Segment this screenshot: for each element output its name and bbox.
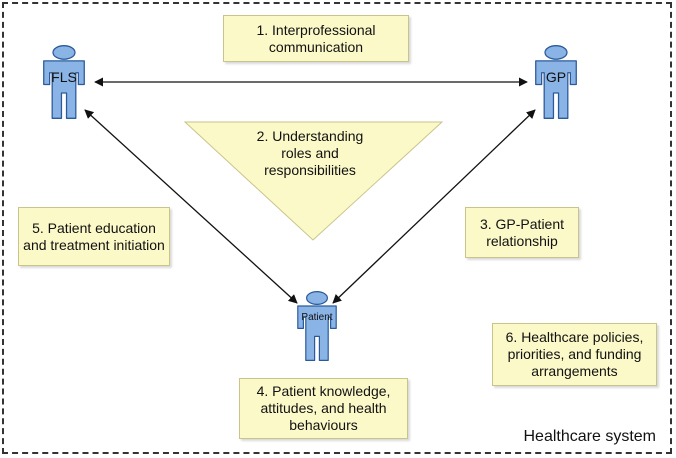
- healthcare-system-label: Healthcare system: [523, 428, 657, 445]
- healthcare-system-boundary: [2, 2, 672, 454]
- factor-understanding-roles: 2. Understanding roles and responsibilit…: [256, 128, 364, 178]
- factor-patient-education: 5. Patient education and treatment initi…: [18, 207, 170, 266]
- fls-label: FLS: [51, 69, 77, 85]
- arrow-fls-patient: [84, 109, 298, 304]
- gp-label: GP: [545, 69, 567, 85]
- factor-interprofessional-communication: 1. Interprofessional communication: [223, 15, 409, 62]
- patient-person-icon: [296, 290, 338, 362]
- arrow-gp-patient: [332, 109, 536, 304]
- factor-healthcare-policies: 6. Healthcare policies, priorities, and …: [492, 323, 657, 386]
- patient-label: Patient: [301, 312, 333, 323]
- factor-gp-patient-relationship: 3. GP-Patient relationship: [465, 207, 579, 258]
- factor-patient-knowledge: 4. Patient knowledge, attitudes, and hea…: [239, 378, 408, 439]
